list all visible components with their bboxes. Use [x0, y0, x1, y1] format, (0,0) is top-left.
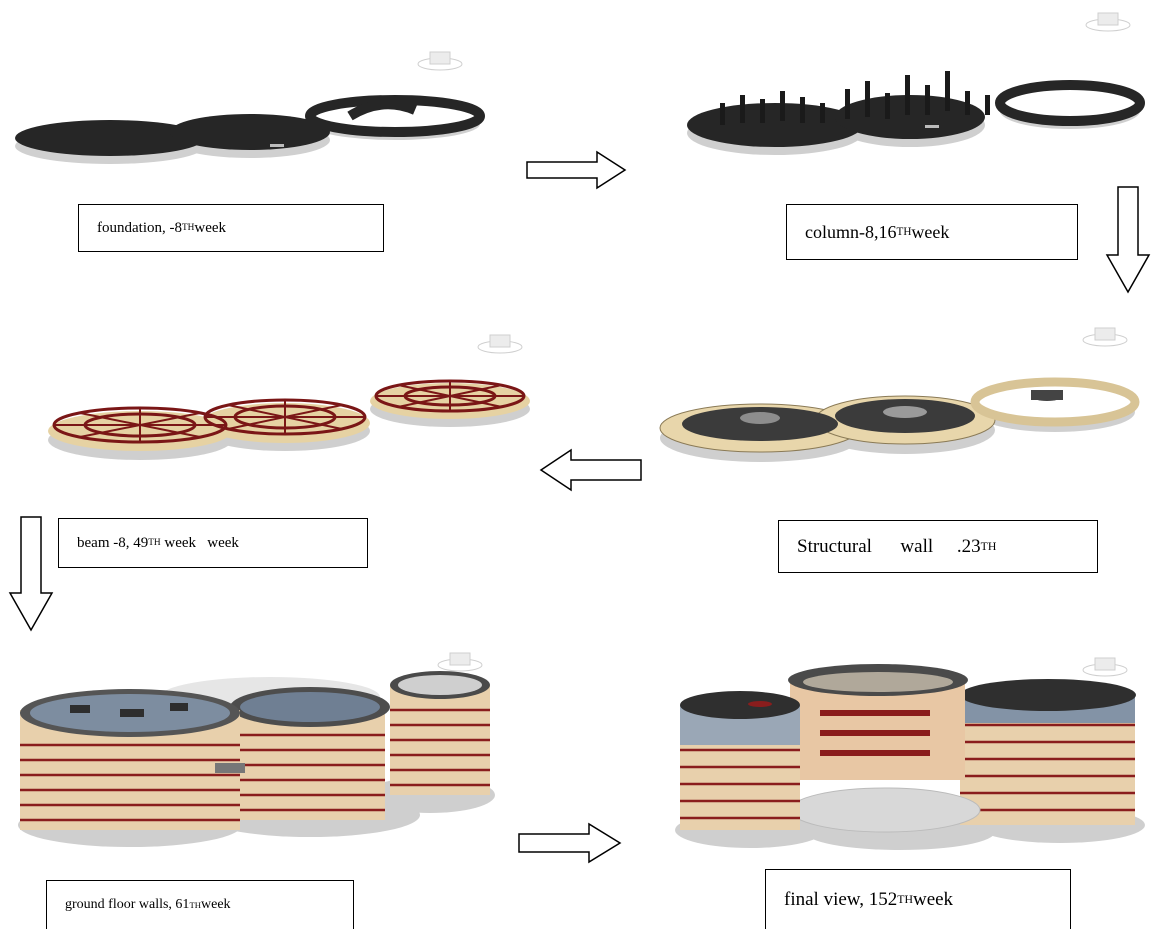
- caption-text: column-8,16: [805, 222, 897, 243]
- final-view-render: [670, 650, 1153, 850]
- arrow-right-icon: [525, 150, 630, 190]
- caption-text: ground floor walls, 61: [65, 897, 189, 913]
- arrow-down-icon: [8, 515, 54, 633]
- caption-text: foundation, -8: [97, 220, 182, 237]
- caption-text: final view, 152: [784, 889, 897, 911]
- caption-tail: week week: [161, 535, 239, 552]
- caption-column: column-8,16TH week: [786, 204, 1078, 260]
- caption-text: beam -8, 49: [77, 535, 148, 552]
- viewcube-icon: [1083, 328, 1127, 346]
- caption-text: Structural wall .23: [797, 536, 981, 558]
- caption-beam: beam -8, 49TH week week: [58, 518, 368, 568]
- viewcube-icon: [1083, 658, 1127, 676]
- caption-tail: week: [194, 220, 226, 237]
- caption-structural-wall: Structural wall .23TH: [778, 520, 1098, 573]
- viewcube-icon: [1086, 13, 1130, 31]
- caption-foundation: foundation, -8TH week: [78, 204, 384, 252]
- foundation-render: [10, 40, 500, 170]
- arrow-right-icon: [517, 822, 625, 864]
- caption-final-view: final view, 152 TH week: [765, 869, 1071, 929]
- caption-tail: week: [911, 222, 949, 243]
- ground-floor-walls-render: [10, 645, 510, 850]
- structural-wall-render: [655, 320, 1153, 475]
- caption-tail: week: [201, 897, 231, 913]
- column-render: [680, 5, 1153, 165]
- caption-tail: week: [913, 889, 953, 911]
- beam-render: [40, 325, 550, 465]
- viewcube-icon: [478, 335, 522, 353]
- arrow-down-icon: [1105, 185, 1151, 295]
- viewcube-icon: [418, 52, 462, 70]
- caption-ground-floor-walls: ground floor walls, 61TH week: [46, 880, 354, 929]
- arrow-left-icon: [538, 448, 643, 492]
- viewcube-icon: [438, 653, 482, 671]
